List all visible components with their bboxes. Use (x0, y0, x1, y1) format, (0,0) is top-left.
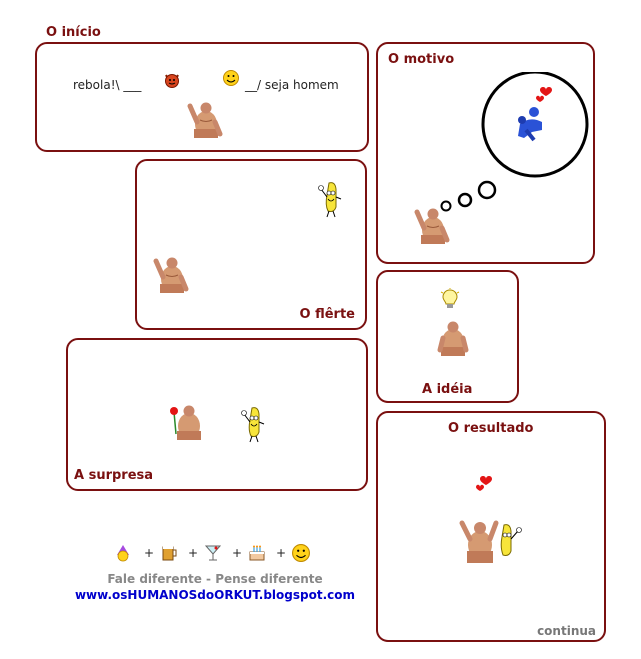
dialogue-text-right: __/ seja homem (245, 78, 339, 92)
panel-surpresa: A surpresa (66, 338, 368, 491)
man-waving-icon (414, 208, 452, 252)
panel-title-motivo: O motivo (388, 52, 455, 67)
panel-title-resultado: O resultado (448, 421, 534, 436)
birthday-cake-icon (248, 544, 266, 566)
couple-icon (512, 106, 548, 146)
panel-title-surpresa: A surpresa (74, 468, 154, 483)
continua-link[interactable]: continua (537, 624, 596, 638)
plus-sign: + (188, 546, 199, 560)
lightbulb-icon (440, 288, 460, 314)
hearts-icon (536, 84, 554, 108)
hearts-icon (476, 473, 494, 497)
plus-sign: + (144, 546, 155, 560)
banana-icon (240, 404, 266, 448)
man-waving-icon (153, 257, 191, 301)
panel-resultado: O resultado continua (376, 411, 606, 642)
man-waving-icon (187, 102, 225, 146)
panel-flerte: O flêrte (135, 159, 367, 330)
panel-title-ideia: A idéia (422, 382, 473, 397)
tagline: Fale diferente - Pense diferente (107, 572, 323, 586)
smiley-icon (292, 544, 310, 566)
man-with-flower-icon (168, 404, 206, 448)
blog-url-link[interactable]: www.osHUMANOSdoORKUT.blogspot.com (74, 588, 356, 602)
panel-ideia: A idéia (376, 270, 519, 403)
devil-icon (163, 71, 181, 93)
panel-motivo: O motivo (376, 42, 595, 264)
party-hat-icon (114, 544, 132, 566)
panel-title-flerte: O flêrte (299, 307, 355, 322)
cocktail-glass-icon (204, 544, 222, 566)
plus-sign: + (276, 546, 287, 560)
banana-waving-icon (317, 179, 343, 223)
panel-title-inicio: O início (46, 25, 101, 40)
panel-inicio: rebola!\ ___ __/ seja homem (35, 42, 369, 152)
smiley-icon (223, 70, 239, 90)
man-thinking-icon (434, 320, 472, 364)
man-and-banana-hugging-icon (458, 517, 526, 571)
beer-mug-icon (160, 544, 178, 566)
icon-equation: + + + + (112, 544, 332, 564)
dialogue-text-left: rebola!\ ___ (73, 78, 142, 92)
plus-sign: + (232, 546, 243, 560)
